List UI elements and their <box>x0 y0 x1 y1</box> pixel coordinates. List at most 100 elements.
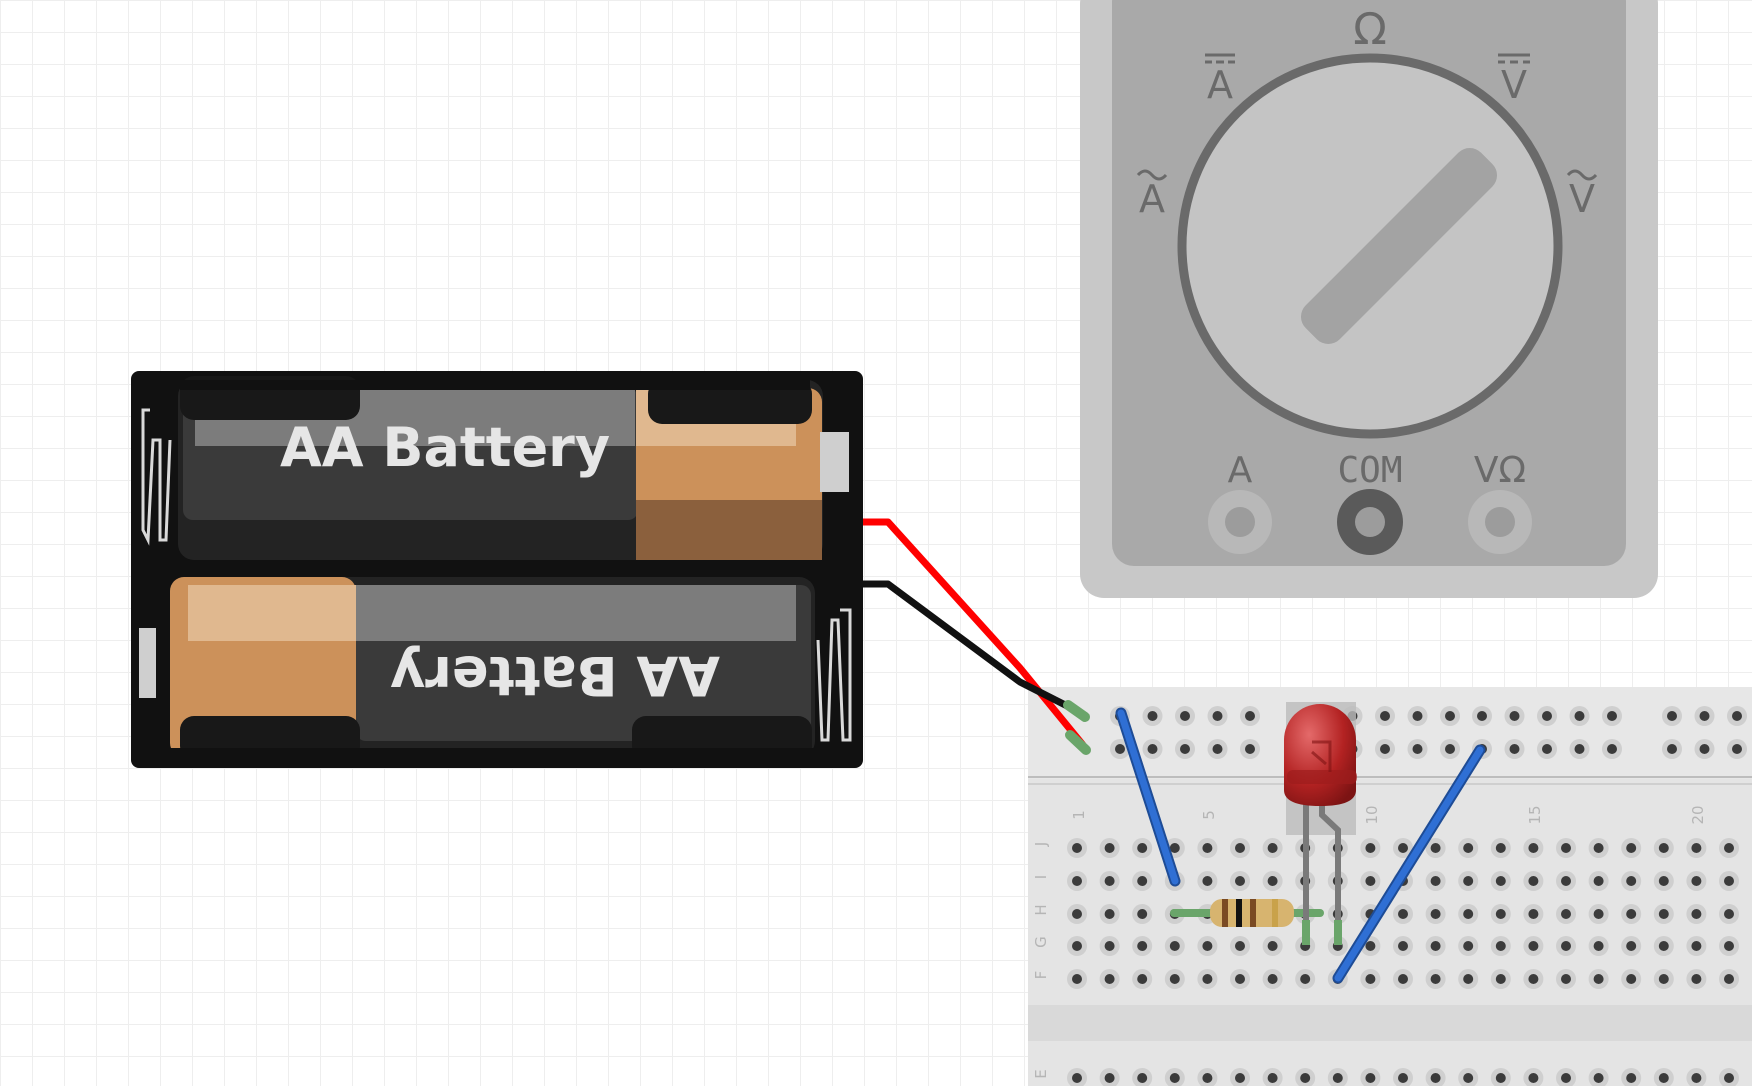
led-red[interactable] <box>1284 702 1357 945</box>
resistor[interactable] <box>1170 899 1324 927</box>
resistor-band <box>1236 899 1242 927</box>
breadboard-hole-center <box>1724 876 1734 886</box>
breadboard-hole-center <box>1626 843 1637 853</box>
breadboard-hole-center <box>1593 941 1604 951</box>
jumper-wires[interactable] <box>1115 707 1486 984</box>
port-amps[interactable] <box>1208 490 1272 554</box>
spring-right <box>816 608 852 742</box>
column-labels: 1 5 10 15 20 <box>1070 805 1707 824</box>
breadboard-hole-center <box>1509 744 1520 754</box>
breadboard-hole-center <box>1212 711 1223 721</box>
port-com[interactable] <box>1337 489 1403 555</box>
battery-wires[interactable] <box>863 518 1091 755</box>
wire-positive-lead <box>1065 730 1091 755</box>
dial-pointer[interactable] <box>1294 141 1503 350</box>
breadboard-hole-center <box>1724 843 1734 853</box>
breadboard-hole-center <box>1365 941 1376 951</box>
jumper-wire-right[interactable] <box>1334 746 1484 982</box>
dial-label-dc-volts: V <box>1498 53 1530 107</box>
wire-negative[interactable] <box>863 580 1083 717</box>
row-label: J <box>1032 842 1050 847</box>
breadboard-hole-center <box>1202 843 1213 853</box>
breadboard-hole-center <box>1561 876 1571 886</box>
jumper-wire-left[interactable] <box>1117 709 1179 885</box>
breadboard-hole-center <box>1463 974 1474 984</box>
breadboard-hole-center <box>1180 711 1190 721</box>
battery-cell-top[interactable]: AA Battery <box>178 376 849 560</box>
breadboard-hole-center <box>1104 941 1115 951</box>
breadboard-hole-center <box>1398 974 1408 984</box>
breadboard-hole-center <box>1691 876 1702 886</box>
breadboard-hole-center <box>1528 876 1539 886</box>
breadboard-hole-center <box>1724 909 1734 919</box>
multimeter[interactable]: Ω A V A V A COM VΩ <box>1080 0 1658 598</box>
dial-label-ac-volts: V <box>1566 169 1598 221</box>
row-label: E <box>1032 1069 1050 1078</box>
row-label: G <box>1032 936 1050 948</box>
breadboard-hole-center <box>1528 1073 1539 1083</box>
row-label: H <box>1032 904 1050 915</box>
breadboard-hole-center <box>1463 876 1474 886</box>
breadboard-hole-center <box>1593 1073 1604 1083</box>
column-label: 5 <box>1200 810 1218 820</box>
breadboard-hole-center <box>1235 843 1245 853</box>
led-dome <box>1284 704 1356 806</box>
breadboard-hole-center <box>1626 1073 1637 1083</box>
breadboard-hole-center <box>1724 974 1734 984</box>
breadboard-hole-center <box>1658 974 1669 984</box>
breadboard-hole-center <box>1235 1073 1245 1083</box>
breadboard-hole-center <box>1245 744 1255 754</box>
breadboard-hole-center <box>1365 876 1376 886</box>
breadboard-hole-center <box>1398 843 1408 853</box>
battery-label-top: AA Battery <box>280 416 610 479</box>
center-channel <box>1028 1005 1752 1041</box>
breadboard-hole-center <box>1495 974 1506 984</box>
breadboard-hole-center <box>1072 909 1082 919</box>
breadboard-hole-center <box>1398 909 1408 919</box>
battery-cell-bottom[interactable]: AA Battery <box>139 577 815 760</box>
breadboard-hole-center <box>1115 744 1125 754</box>
port-label-volt-ohm: VΩ <box>1474 450 1526 491</box>
breadboard-hole-center <box>1658 843 1669 853</box>
breadboard-hole-center <box>1412 744 1423 754</box>
breadboard-hole-center <box>1104 876 1115 886</box>
dial-label-ohm: Ω <box>1353 4 1387 55</box>
breadboard-hole-center <box>1463 1073 1474 1083</box>
breadboard-hole-center <box>1691 843 1702 853</box>
breadboard-hole-center <box>1169 843 1180 853</box>
breadboard-hole-center <box>1699 711 1710 721</box>
selector-dial[interactable] <box>1177 53 1563 439</box>
breadboard-hole-center <box>1147 744 1158 754</box>
breadboard-hole-center <box>1724 1073 1734 1083</box>
breadboard-hole-center <box>1495 1073 1506 1083</box>
breadboard-hole-center <box>1495 876 1506 886</box>
breadboard-hole-center <box>1724 941 1734 951</box>
breadboard-hole-center <box>1463 843 1474 853</box>
breadboard-hole-center <box>1267 941 1278 951</box>
breadboard-hole-center <box>1137 909 1148 919</box>
port-volt-ohm[interactable] <box>1468 490 1532 554</box>
terminal-bottom <box>139 628 156 698</box>
column-label: 10 <box>1363 805 1381 824</box>
breadboard-hole-center <box>1267 876 1278 886</box>
breadboard-hole-center <box>1412 711 1423 721</box>
wire-positive[interactable] <box>863 518 1086 748</box>
dial-label-dc-amps: A <box>1205 53 1235 107</box>
breadboard-hole-center <box>1104 1073 1115 1083</box>
breadboard-hole-center <box>1104 974 1115 984</box>
breadboard-hole-center <box>1137 941 1148 951</box>
breadboard-hole-center <box>1561 941 1571 951</box>
svg-text:V: V <box>1569 177 1595 221</box>
breadboard-hole-center <box>1509 711 1520 721</box>
breadboard-hole-center <box>1398 941 1408 951</box>
breadboard-hole-center <box>1495 909 1506 919</box>
battery-pack[interactable]: AA Battery AA Battery <box>131 371 863 768</box>
breadboard-hole-center <box>1235 941 1245 951</box>
breadboard-hole-center <box>1607 744 1617 754</box>
breadboard-hole-center <box>1267 974 1278 984</box>
ac-wave-icon <box>1136 169 1168 181</box>
breadboard-hole-center <box>1667 744 1677 754</box>
breadboard-hole-center <box>1202 974 1213 984</box>
power-rail-top <box>1028 687 1752 779</box>
